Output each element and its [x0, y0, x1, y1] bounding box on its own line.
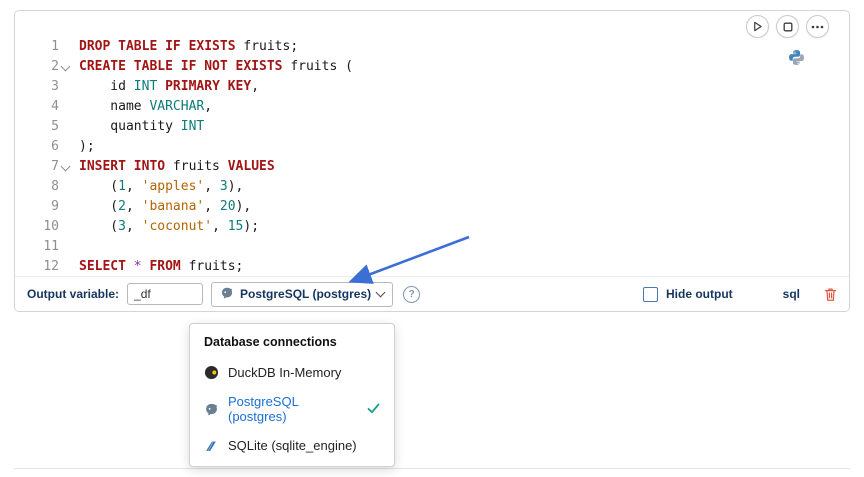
menu-item-label: SQLite (sqlite_engine): [228, 438, 357, 453]
cell-toolbar: [746, 15, 829, 38]
help-icon[interactable]: ?: [403, 285, 421, 303]
connection-label: PostgreSQL (postgres): [240, 287, 372, 301]
menu-item[interactable]: DuckDB In-Memory: [190, 358, 394, 387]
cell-footer: Output variable: PostgreSQL (postgres) ?…: [15, 276, 849, 311]
code-line[interactable]: 6);: [15, 137, 849, 157]
menu-item-label: DuckDB In-Memory: [228, 365, 342, 380]
fold-chevron-icon[interactable]: [60, 161, 71, 172]
stop-icon: [783, 22, 793, 32]
footer-right-group: Hide output sql: [643, 286, 837, 302]
code-line[interactable]: 4 name VARCHAR,: [15, 97, 849, 117]
sqlite-icon: [204, 438, 219, 453]
run-button[interactable]: [746, 15, 769, 38]
next-cell-divider: [14, 468, 850, 469]
code-line[interactable]: 9 (2, 'banana', 20),: [15, 197, 849, 217]
play-icon: [752, 21, 763, 32]
hide-output-label: Hide output: [666, 287, 733, 301]
interrupt-button[interactable]: [776, 15, 799, 38]
duckdb-icon: [204, 365, 219, 380]
line-number: 3: [51, 79, 59, 94]
hide-output-checkbox[interactable]: [643, 286, 658, 302]
language-label[interactable]: sql: [782, 287, 800, 301]
chevron-down-icon: [375, 287, 386, 298]
line-number: 9: [51, 199, 59, 214]
python-icon: [788, 49, 805, 66]
line-number: 12: [43, 259, 59, 274]
ellipsis-icon: [811, 25, 824, 29]
line-number: 4: [51, 99, 59, 114]
menu-item[interactable]: PostgreSQL (postgres): [190, 387, 394, 431]
connection-dropdown-button[interactable]: PostgreSQL (postgres): [211, 281, 394, 307]
code-line[interactable]: 5 quantity INT: [15, 117, 849, 137]
output-variable-input[interactable]: [127, 283, 204, 305]
line-number: 6: [51, 139, 59, 154]
code-line[interactable]: 10 (3, 'coconut', 15);: [15, 217, 849, 237]
menu-header: Database connections: [204, 335, 337, 349]
line-number: 2: [15, 57, 73, 77]
code-line[interactable]: 11: [15, 237, 849, 257]
more-options-button[interactable]: [806, 15, 829, 38]
postgres-icon: [204, 402, 219, 417]
code-line[interactable]: 8 (1, 'apples', 3),: [15, 177, 849, 197]
line-number: 1: [51, 39, 59, 54]
menu-item[interactable]: SQLite (sqlite_engine): [190, 431, 394, 460]
line-number: 10: [43, 219, 59, 234]
line-number: 5: [51, 119, 59, 134]
line-number: 11: [43, 239, 59, 254]
line-number: 7: [15, 157, 73, 177]
trash-icon[interactable]: [824, 287, 837, 302]
line-number: 8: [51, 179, 59, 194]
menu-item-label: PostgreSQL (postgres): [228, 394, 299, 424]
code-line[interactable]: 3 id INT PRIMARY KEY,: [15, 77, 849, 97]
fold-chevron-icon[interactable]: [60, 61, 71, 72]
output-variable-label: Output variable:: [27, 287, 120, 301]
check-icon: [367, 402, 380, 417]
elephant-icon: [220, 286, 234, 303]
